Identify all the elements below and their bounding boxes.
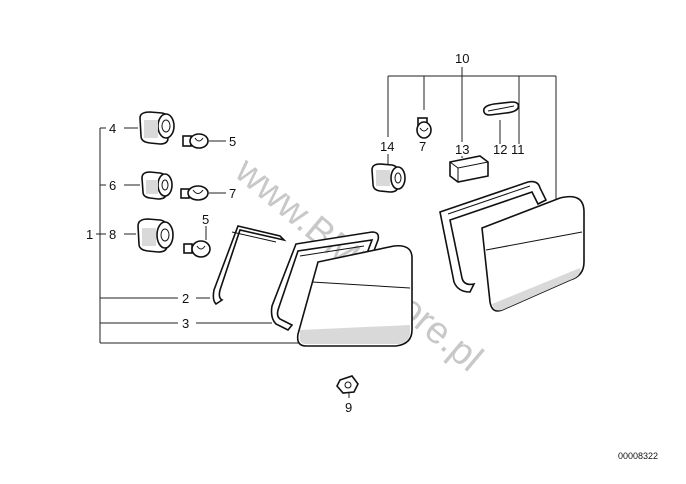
left-bracket [96,127,300,344]
callout-5-bottom: 5 [202,212,209,227]
callout-11: 11 [511,142,525,157]
callout-4: 4 [109,121,116,136]
callout-5-top: 5 [229,134,236,149]
callout-3: 3 [182,316,189,331]
bulb-5-top [182,133,209,149]
callout-13: 13 [455,142,469,157]
right-bracket [387,67,557,200]
callout-10: 10 [455,51,469,66]
bulb-socket-8 [137,218,174,253]
callout-labels: 1 2 3 4 5 6 7 5 8 9 10 14 7 13 12 11 [86,51,525,415]
diagram-code: 00008322 [618,451,658,461]
callout-2: 2 [182,291,189,306]
bulb-socket-14 [371,163,406,193]
gasket-11 [439,180,548,293]
callout-6: 6 [109,178,116,193]
bulb-5-bottom [183,240,211,258]
callout-1: 1 [86,227,93,242]
bulb-socket-4 [139,111,175,145]
callout-9: 9 [345,400,352,415]
tail-light-outer [296,244,413,347]
bulb-socket-6 [141,171,173,200]
callout-7-right: 7 [419,139,426,154]
gasket-2 [212,225,287,306]
callout-14: 14 [380,139,394,154]
block-13 [449,155,489,183]
tail-light-inner [481,195,585,312]
callout-12: 12 [493,142,507,157]
seal-12 [482,101,520,116]
nut-9 [336,375,359,394]
gasket-3 [270,231,380,332]
bulb-7-left [180,185,209,201]
callout-7-left: 7 [229,186,236,201]
callout-8: 8 [109,227,116,242]
bulb-7-right [416,117,432,139]
